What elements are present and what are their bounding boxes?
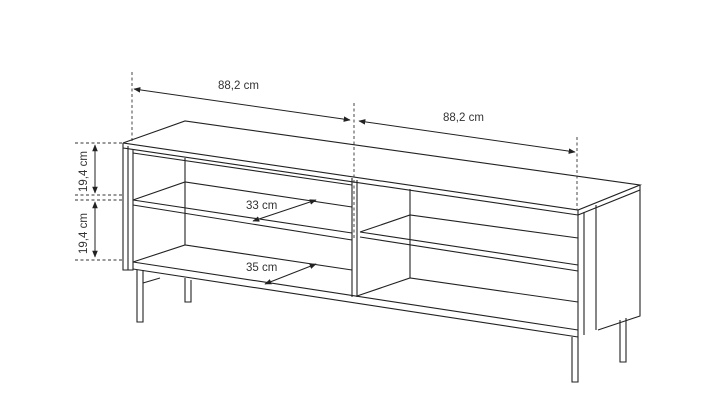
shelf-depth-arrow — [252, 199, 317, 222]
leg-back-left — [184, 278, 192, 303]
back-panel-lines — [132, 152, 411, 278]
top-panel — [122, 120, 643, 211]
dimension-lines — [75, 72, 578, 285]
height-upper-label: 19,4 cm — [78, 151, 90, 192]
bottom-depth-label: 35 cm — [246, 262, 277, 274]
left-shelf — [132, 181, 353, 241]
right-shelf — [359, 214, 579, 272]
cabinet-body — [122, 120, 643, 383]
leg-front-left — [136, 270, 144, 323]
leg-back-right — [619, 318, 627, 363]
leg-front-right — [571, 337, 579, 383]
top-panel-edge — [122, 147, 641, 216]
height-lower-label: 19,4 cm — [78, 213, 90, 254]
middle-divider — [351, 178, 358, 297]
width-right-arrow — [358, 119, 576, 154]
shelf-depth-label: 33 cm — [246, 200, 277, 212]
bottom-panel — [132, 244, 579, 338]
width-left-label: 88,2 cm — [218, 80, 259, 92]
width-right-label: 88,2 cm — [443, 112, 484, 124]
width-left-arrow — [133, 87, 351, 122]
right-side-panel — [577, 185, 641, 337]
bottom-depth-arrow — [264, 263, 317, 285]
